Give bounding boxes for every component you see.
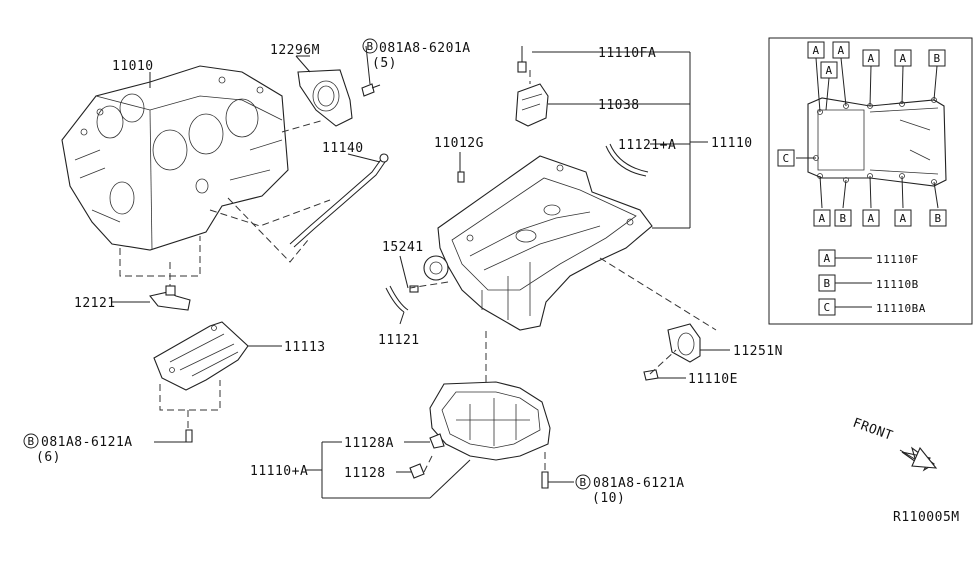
- label-gasket-right: 11121+A: [618, 138, 676, 153]
- lower-oil-pan-drawing: [409, 381, 551, 489]
- oil-pump-pickup-drawing: [409, 171, 465, 293]
- label-bolt-top-qty: (5): [372, 56, 397, 71]
- label-plug-upper: 11012G: [434, 136, 484, 151]
- gasket-right-drawing: [605, 145, 647, 177]
- inset-callout-top-3: A: [825, 64, 832, 77]
- label-oil-pan-bolt: 11110FA: [598, 46, 656, 61]
- label-bracket: 12121: [74, 296, 116, 311]
- label-drain-plug-washer: 11128A: [344, 436, 394, 451]
- label-dipstick: 11140: [322, 141, 364, 156]
- label-front: FRONT: [851, 416, 895, 444]
- part-labels: 11010 12296M 081A8-6201A (5) 11140 11110…: [36, 41, 960, 525]
- inset-callout-bottom-4: A: [899, 212, 906, 225]
- inset-panel: [768, 37, 973, 325]
- engine-block-drawing: [61, 65, 289, 251]
- label-baffle-plate: 11113: [284, 340, 326, 355]
- inset-callout-bottom-1: A: [818, 212, 825, 225]
- label-rear-seal: 11251N: [733, 344, 783, 359]
- dipstick-drawing: [289, 153, 389, 248]
- inset-callout-side: C: [782, 152, 789, 165]
- upper-oil-pan-drawing: [437, 155, 653, 331]
- legend-part-b: 11110B: [876, 278, 919, 291]
- label-upper-oil-pan: 11110: [711, 136, 753, 151]
- circle-b-bottom: B: [579, 476, 586, 489]
- inset-callout-top-2: A: [837, 44, 844, 57]
- legend-key-a: A: [823, 252, 830, 265]
- inset-callout-bottom-2: B: [839, 212, 846, 225]
- legend-part-a: 11110F: [876, 253, 919, 266]
- circle-b-left: B: [27, 435, 34, 448]
- inset-callouts: A A A A A B C A B A A B A 11110F B 11110…: [777, 41, 947, 316]
- label-strainer: 15241: [382, 240, 424, 255]
- label-gasket-left: 11121: [378, 333, 420, 348]
- front-arrow-icon: [899, 446, 938, 472]
- rear-cover-seal-drawing: [643, 323, 701, 381]
- baffle-plate-drawing: [153, 321, 249, 391]
- label-rear-bolt: 11110E: [688, 372, 738, 387]
- label-bolt-top-code: 081A8-6201A: [379, 41, 471, 56]
- circled-b-markers: B B B: [23, 38, 591, 490]
- leader-lines: [112, 45, 730, 499]
- label-bolt-left-code: 081A8-6121A: [41, 435, 133, 450]
- inset-callout-top-4: A: [867, 52, 874, 65]
- label-lower-oil-pan: 11110+A: [250, 464, 308, 479]
- construction-lines: [119, 70, 717, 473]
- label-bolt-bottom-qty: (10): [592, 491, 625, 506]
- legend-part-c: 11110BA: [876, 302, 926, 315]
- inset-callout-top-5: A: [899, 52, 906, 65]
- rear-oil-seal-drawing: [297, 69, 381, 127]
- label-rear-oil-seal: 12296M: [270, 43, 320, 58]
- oil-pan-bolt-drawing: [515, 46, 549, 127]
- label-baffle: 11038: [598, 98, 640, 113]
- label-engine-block: 11010: [112, 59, 154, 74]
- label-drain-plug: 11128: [344, 466, 386, 481]
- bracket-drawing: [149, 285, 191, 311]
- gasket-left-drawing: [385, 287, 405, 313]
- legend-key-c: C: [823, 301, 830, 314]
- legend-key-b: B: [823, 277, 830, 290]
- inset-callout-bottom-3: A: [867, 212, 874, 225]
- inset-callout-bottom-5: B: [934, 212, 941, 225]
- label-bolt-left-qty: (6): [36, 450, 61, 465]
- label-diagram-id: R110005M: [893, 510, 960, 525]
- label-bolt-bottom-code: 081A8-6121A: [593, 476, 685, 491]
- inset-callout-top-6: B: [933, 52, 940, 65]
- circle-b-top: B: [366, 40, 373, 53]
- inset-callout-top-1: A: [812, 44, 819, 57]
